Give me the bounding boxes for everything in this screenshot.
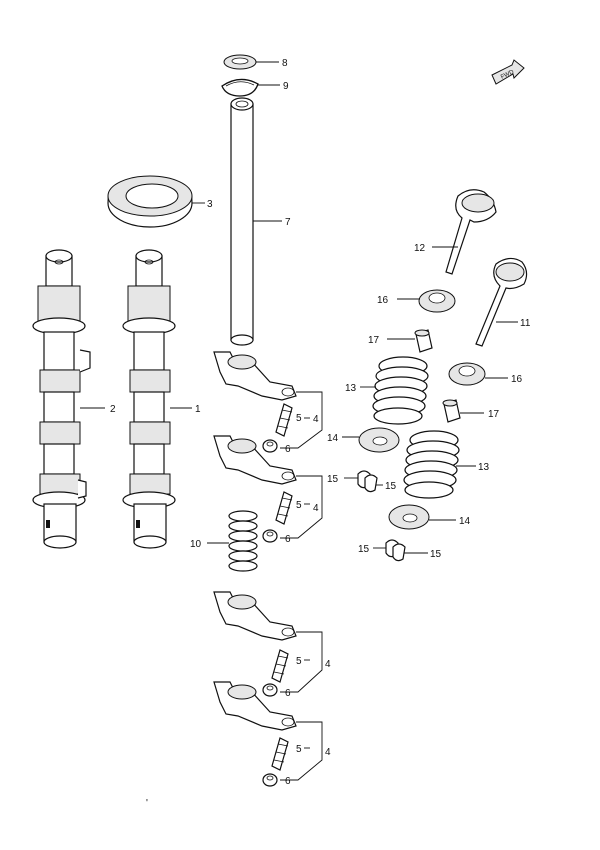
callout-5c: 5: [296, 656, 302, 667]
callout-6b: 6: [285, 534, 291, 545]
part-13-valve-spring-upper: [360, 356, 429, 425]
callout-17b: 17: [488, 409, 500, 420]
part-13-valve-spring-lower: [403, 430, 476, 499]
part-17-stem-seal-lower: [442, 399, 484, 423]
rocker-arm-assembly-2: [213, 435, 323, 543]
callout-15b: 15: [385, 481, 397, 492]
callout-9: 9: [283, 81, 289, 92]
part-15-cotters-lower: [373, 539, 428, 562]
callout-4b: 4: [313, 503, 319, 514]
callout-3: 3: [207, 199, 213, 210]
callout-5a: 5: [296, 413, 302, 424]
rocker-arm-assembly-1: [213, 351, 323, 453]
callout-15d: 15: [430, 549, 442, 560]
callout-4c: 4: [325, 659, 331, 670]
callout-12: 12: [414, 243, 426, 254]
footer-mark: ': [146, 798, 148, 809]
fwd-label: FWD: [500, 69, 516, 80]
callout-10: 10: [190, 539, 202, 550]
callout-4a: 4: [313, 414, 319, 425]
rocker-arm-assembly-4: [213, 681, 323, 787]
callout-5b: 5: [296, 500, 302, 511]
part-12-valve: [432, 189, 497, 275]
callout-5d: 5: [296, 744, 302, 755]
callout-7: 7: [285, 217, 291, 228]
callout-1: 1: [195, 404, 201, 415]
part-2-camshaft: [32, 249, 105, 549]
part-17-stem-seal-upper: [387, 329, 433, 353]
part-7-rocker-shaft: [230, 97, 282, 346]
callout-6d: 6: [285, 776, 291, 787]
part-14-retainer-upper: [342, 427, 400, 453]
callout-16a: 16: [377, 295, 389, 306]
callout-17a: 17: [368, 335, 380, 346]
callout-6c: 6: [285, 688, 291, 699]
callout-16b: 16: [511, 374, 523, 385]
part-15-cotters-upper: [344, 470, 383, 493]
callout-11: 11: [520, 318, 531, 329]
rocker-arm-assembly-3: [213, 591, 323, 697]
callout-13b: 13: [478, 462, 490, 473]
callout-15a: 15: [327, 474, 339, 485]
part-11-valve: [475, 257, 528, 347]
callout-14b: 14: [459, 516, 471, 527]
part-10-spring: [207, 510, 258, 572]
callout-labels: 8 9 3 7 12 16 11 17 16 13 2 1 17 5 4 14 …: [110, 58, 531, 809]
callout-6a: 6: [285, 444, 291, 455]
part-16-spring-seat-lower: [448, 362, 508, 386]
callout-8: 8: [282, 58, 288, 69]
callout-4d: 4: [325, 747, 331, 758]
callout-2: 2: [110, 404, 116, 415]
part-8-washer: [223, 54, 279, 70]
fwd-arrow-badge: FWD: [491, 59, 525, 85]
part-9-oring: [221, 78, 280, 97]
callout-13a: 13: [345, 383, 357, 394]
part-14-retainer-lower: [388, 504, 456, 530]
part-1-camshaft: [122, 249, 192, 549]
callout-14a: 14: [327, 433, 339, 444]
part-16-spring-seat-upper: [397, 289, 456, 313]
callout-15c: 15: [358, 544, 370, 555]
part-3-oil-seal: [107, 175, 205, 228]
